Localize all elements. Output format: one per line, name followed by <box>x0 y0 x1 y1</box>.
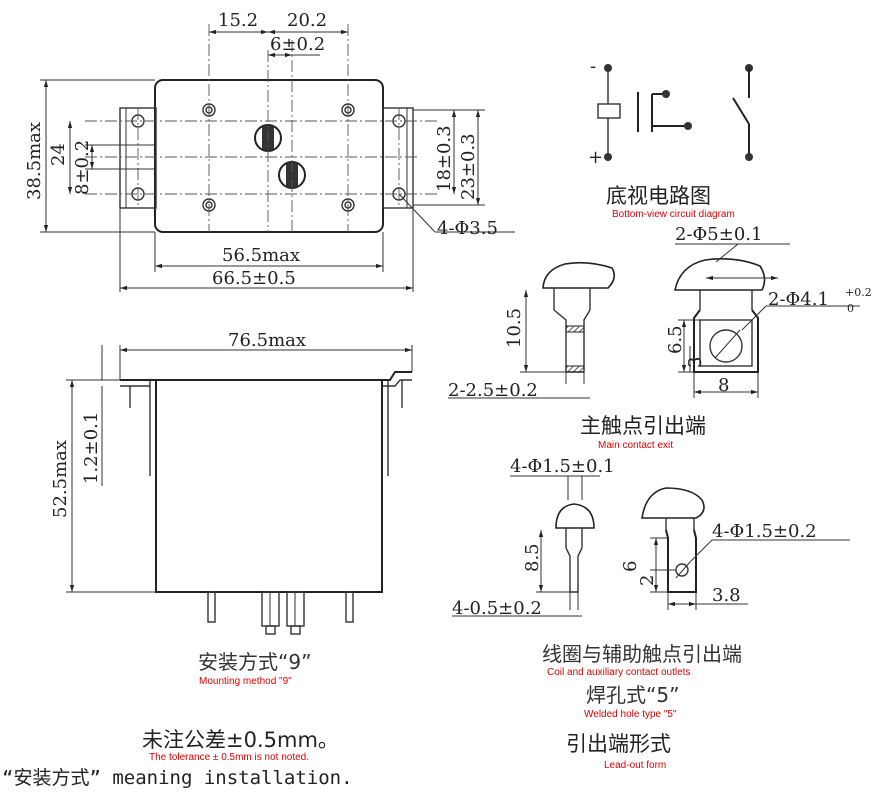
coil-contact-detail: 4-Φ1.5±0.1 8.5 4-0.5±0.2 4-Φ1.5±0.2 6 2 <box>452 456 850 771</box>
dim-4phi1-5a: 4-Φ1.5±0.1 <box>510 456 615 477</box>
notes: 未注公差±0.5mm。 The tolerance ± 0.5mm is not… <box>2 728 353 789</box>
welded-type-title: 焊孔式“5” <box>586 683 679 707</box>
dim-1-2: 1.2±0.1 <box>81 412 102 484</box>
coil-contact-title: 线圈与辅助触点引出端 <box>542 642 742 666</box>
dim-6-5: 6.5 <box>665 325 686 354</box>
right-flange <box>382 107 414 209</box>
tolerance-note: 未注公差±0.5mm。 <box>142 728 339 752</box>
circuit-title: 底视电路图 <box>606 184 711 208</box>
tolerance-note-en: The tolerance ± 0.5mm is not noted. <box>149 752 309 763</box>
dim-2-coil: 2 <box>637 575 658 586</box>
dim-52-5: 52.5max <box>50 440 71 518</box>
dim-4phi1-5b: 4-Φ1.5±0.2 <box>712 521 817 542</box>
terminal-hole <box>709 329 743 363</box>
main-contact-detail: 10.5 2-2.5±0.2 2-Φ5±0.1 2-Φ4.1 +0.2 0 6.… <box>448 224 872 451</box>
welded-type-title-en: Welded hole type "5" <box>584 709 677 720</box>
relay-body-top <box>154 79 384 233</box>
dim-24: 24 <box>48 143 69 166</box>
dim-56-5: 56.5max <box>222 245 300 266</box>
dim-23: 23±0.3 <box>458 133 479 200</box>
circuit-title-en: Bottom-view circuit diagram <box>612 209 735 220</box>
dim-20-2: 20.2 <box>287 10 327 31</box>
dim-66-5: 66.5±0.5 <box>212 268 296 289</box>
dim-6: 6±0.2 <box>270 34 325 55</box>
coil-symbol <box>597 103 621 119</box>
mounting-title-en: Mounting method "9" <box>199 676 292 687</box>
dim-2phi4-1: 2-Φ4.1 <box>768 289 829 310</box>
dim-8-main: 8 <box>718 375 729 396</box>
lead-out-title: 引出端形式 <box>566 732 671 756</box>
dim-8-5: 8.5 <box>522 543 543 572</box>
circuit-diagram: - + 底视电路图 Bottom-view circuit diagram <box>588 56 753 220</box>
top-view: 15.2 20.2 6±0.2 38.5max 24 8±0.2 18±0.3 … <box>24 10 515 292</box>
tol-upper: +0.2 <box>845 286 872 299</box>
dim-2phi5: 2-Φ5±0.1 <box>675 224 762 245</box>
plus-sign: + <box>588 147 603 168</box>
dim-4-0-5: 4-0.5±0.2 <box>452 598 542 619</box>
main-contact-title-en: Main contact exit <box>598 440 673 451</box>
dim-18: 18±0.3 <box>434 125 455 192</box>
mounting-title: 安装方式“9” <box>198 650 311 674</box>
minus-sign: - <box>590 56 596 77</box>
dim-6-coil: 6 <box>620 561 641 572</box>
dim-8: 8±0.2 <box>72 140 93 195</box>
caption: “安装方式” meaning installation. <box>2 767 353 789</box>
lead-out-title-en: Lead-out form <box>604 760 666 771</box>
dim-3: 3 <box>685 357 706 368</box>
main-contact-title: 主触点引出端 <box>580 414 706 438</box>
dim-hole: 4-Φ3.5 <box>437 218 498 239</box>
dim-3-8: 3.8 <box>712 585 741 606</box>
dim-38-5: 38.5max <box>24 122 45 200</box>
dim-76-5: 76.5max <box>228 330 306 351</box>
dim-15-2: 15.2 <box>218 10 258 31</box>
coil-contact-title-en: Coil and auxiliary contact outlets <box>547 667 690 678</box>
dim-10-5: 10.5 <box>504 308 525 348</box>
side-view: 76.5max 52.5max 1.2±0.1 安装方式“9” Mounting… <box>50 330 413 687</box>
tol-lower: 0 <box>847 302 854 315</box>
dim-2-2-5: 2-2.5±0.2 <box>448 380 538 401</box>
relay-body-side <box>155 379 383 593</box>
